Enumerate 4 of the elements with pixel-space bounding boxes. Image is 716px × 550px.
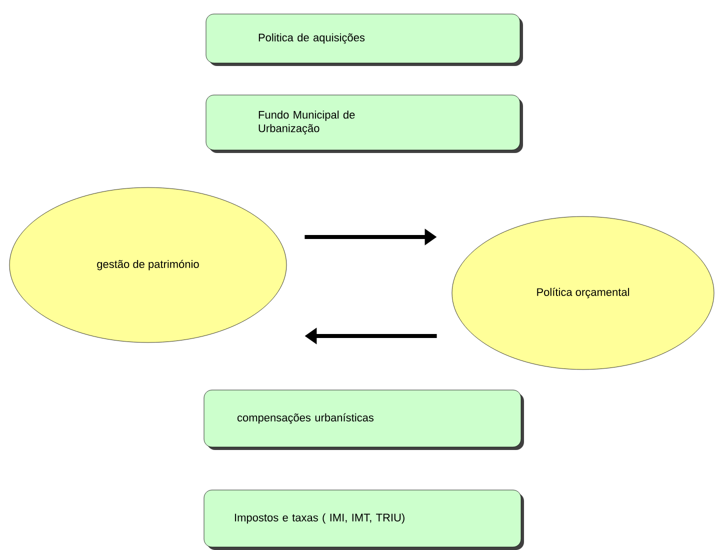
text-box: Impostos e taxas ( IMI, IMT, TRIU) <box>204 490 524 550</box>
text-box: compensações urbanísticas <box>204 390 524 450</box>
text-box: Fundo Municipal de Urbanização <box>206 94 523 153</box>
text-box: Politica de aquisições <box>206 14 523 66</box>
